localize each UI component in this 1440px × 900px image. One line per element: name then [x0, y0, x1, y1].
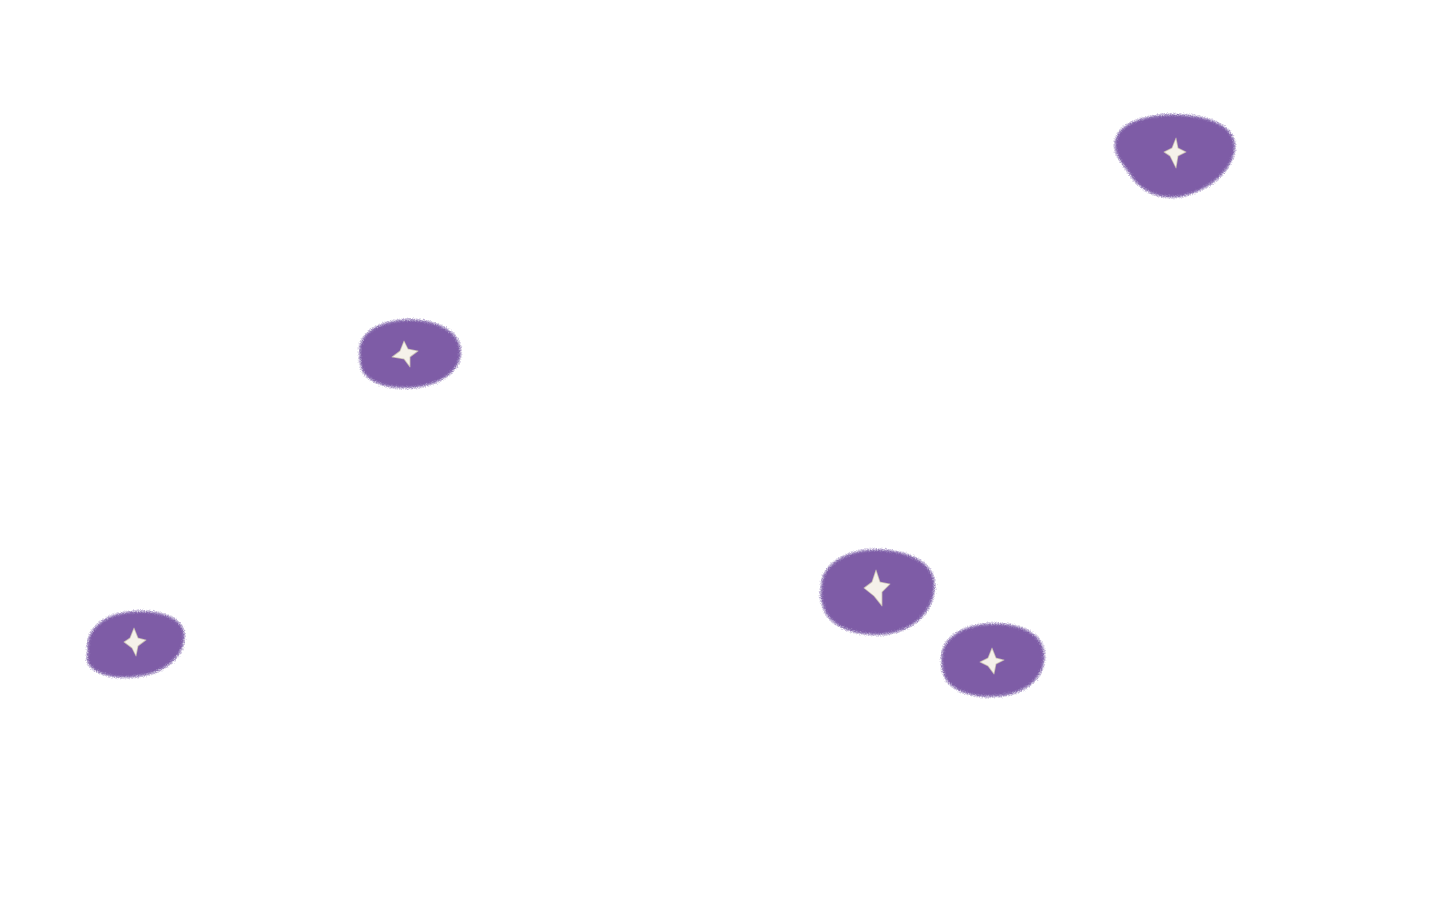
purple-blob-star-icon — [819, 548, 936, 636]
purple-blob-5[interactable] — [82, 606, 190, 684]
purple-blob-4[interactable] — [936, 618, 1050, 700]
purple-blob-star-icon — [86, 610, 186, 679]
purple-blob-star-icon — [1113, 113, 1236, 199]
purple-blob-star-icon — [940, 622, 1046, 698]
purple-blob-star-icon — [358, 318, 462, 389]
purple-blob-1[interactable] — [1106, 110, 1240, 204]
purple-blob-2[interactable] — [352, 315, 466, 393]
purple-blob-3[interactable] — [814, 544, 942, 640]
